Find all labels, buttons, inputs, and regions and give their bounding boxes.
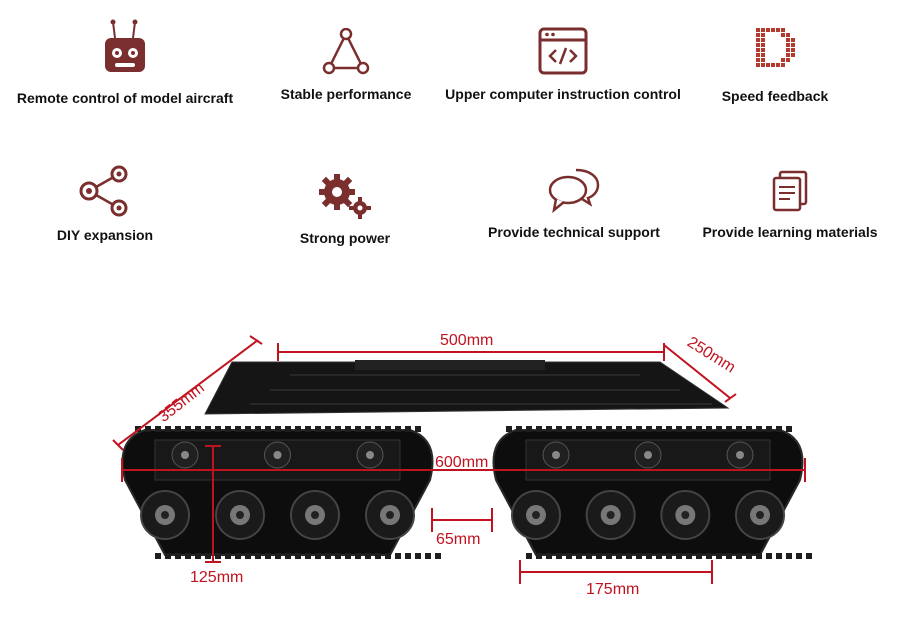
- feature-technical-support: Provide technical support: [454, 166, 694, 240]
- documents-icon: [772, 170, 808, 212]
- pixel-d-icon: [756, 28, 795, 67]
- gears-icon: [319, 174, 371, 219]
- feature-label: Upper computer instruction control: [445, 86, 681, 102]
- dim-side-width: 355mm: [155, 380, 208, 426]
- feature-label: DIY expansion: [56, 227, 154, 243]
- feature-label: Provide technical support: [488, 224, 660, 240]
- feature-label: Remote control of model aircraft: [16, 90, 234, 106]
- chat-bubbles-icon: [548, 168, 600, 214]
- feature-diy-expansion: DIY expansion: [0, 165, 225, 243]
- feature-learning-materials: Provide learning materials: [670, 168, 900, 240]
- dim-top-length: 500mm: [440, 332, 493, 349]
- feature-strong-power: Strong power: [225, 172, 465, 246]
- right-track: [492, 426, 812, 559]
- feature-label: Stable performance: [280, 86, 412, 102]
- left-track: [121, 426, 441, 559]
- remote-controller-icon: [105, 19, 145, 72]
- feature-upper-computer: Upper computer instruction control: [443, 26, 683, 102]
- feature-speed-feedback: Speed feedback: [655, 20, 895, 104]
- feature-label: Provide learning materials: [702, 224, 878, 240]
- dim-track-gap: 65mm: [436, 531, 480, 548]
- dim-wheel-span: 175mm: [586, 581, 639, 598]
- feature-stable-performance: Stable performance: [226, 28, 466, 102]
- feature-label: Speed feedback: [721, 88, 829, 104]
- dim-height: 125mm: [190, 569, 243, 586]
- share-icon: [79, 165, 128, 217]
- dim-top-width: 250mm: [684, 334, 738, 377]
- feature-label: Strong power: [299, 230, 391, 246]
- dim-total-length: 600mm: [435, 454, 488, 471]
- triangle-nodes-icon: [322, 28, 370, 75]
- feature-remote-control: Remote control of model aircraft: [5, 18, 245, 106]
- code-window-icon: [538, 27, 588, 75]
